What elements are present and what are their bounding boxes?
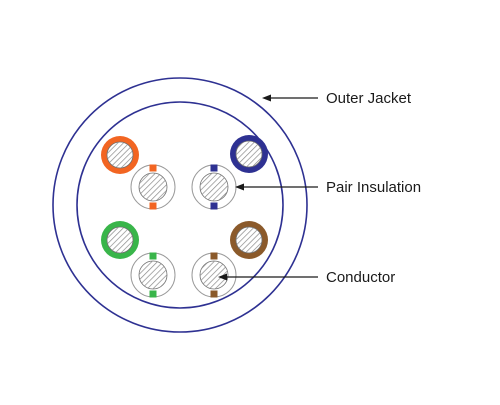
conductor-green-core bbox=[107, 227, 133, 253]
conductor-green-white-core bbox=[139, 261, 167, 289]
outer-jacket-leader bbox=[262, 94, 318, 102]
outer-jacket-label: Outer Jacket bbox=[326, 90, 412, 107]
stripe-brown-bottom bbox=[210, 290, 218, 298]
conductor-leader bbox=[218, 273, 318, 281]
twisted-pairs bbox=[101, 135, 268, 298]
stripe-blue-top bbox=[210, 164, 218, 172]
conductor-blue-core bbox=[236, 141, 262, 167]
stripe-brown-top bbox=[210, 252, 218, 260]
outer-jacket-inner-ring bbox=[76, 101, 284, 309]
pair-orange bbox=[101, 136, 176, 210]
outer-jacket-outer-ring bbox=[52, 77, 308, 333]
pair-insulation-leader bbox=[235, 183, 318, 191]
conductor-orange-core bbox=[107, 142, 133, 168]
stripe-orange-bottom bbox=[149, 202, 157, 210]
conductor-label: Conductor bbox=[326, 269, 396, 286]
stripe-blue-bottom bbox=[210, 202, 218, 210]
conductor-blue-white-core bbox=[200, 173, 228, 201]
conductor-orange-white-core bbox=[139, 173, 167, 201]
stripe-orange-top bbox=[149, 164, 157, 172]
pair-insulation-label: Pair Insulation bbox=[326, 179, 422, 196]
conductor-brown-white-core bbox=[200, 261, 228, 289]
stripe-green-top bbox=[149, 252, 157, 260]
pair-blue bbox=[191, 135, 268, 210]
pair-green bbox=[101, 221, 176, 298]
arrowhead-icon bbox=[235, 183, 244, 191]
stripe-green-bottom bbox=[149, 290, 157, 298]
conductor-brown-core bbox=[236, 227, 262, 253]
pair-brown bbox=[191, 221, 268, 298]
arrowhead-icon bbox=[218, 273, 227, 281]
arrowhead-icon bbox=[262, 94, 271, 102]
